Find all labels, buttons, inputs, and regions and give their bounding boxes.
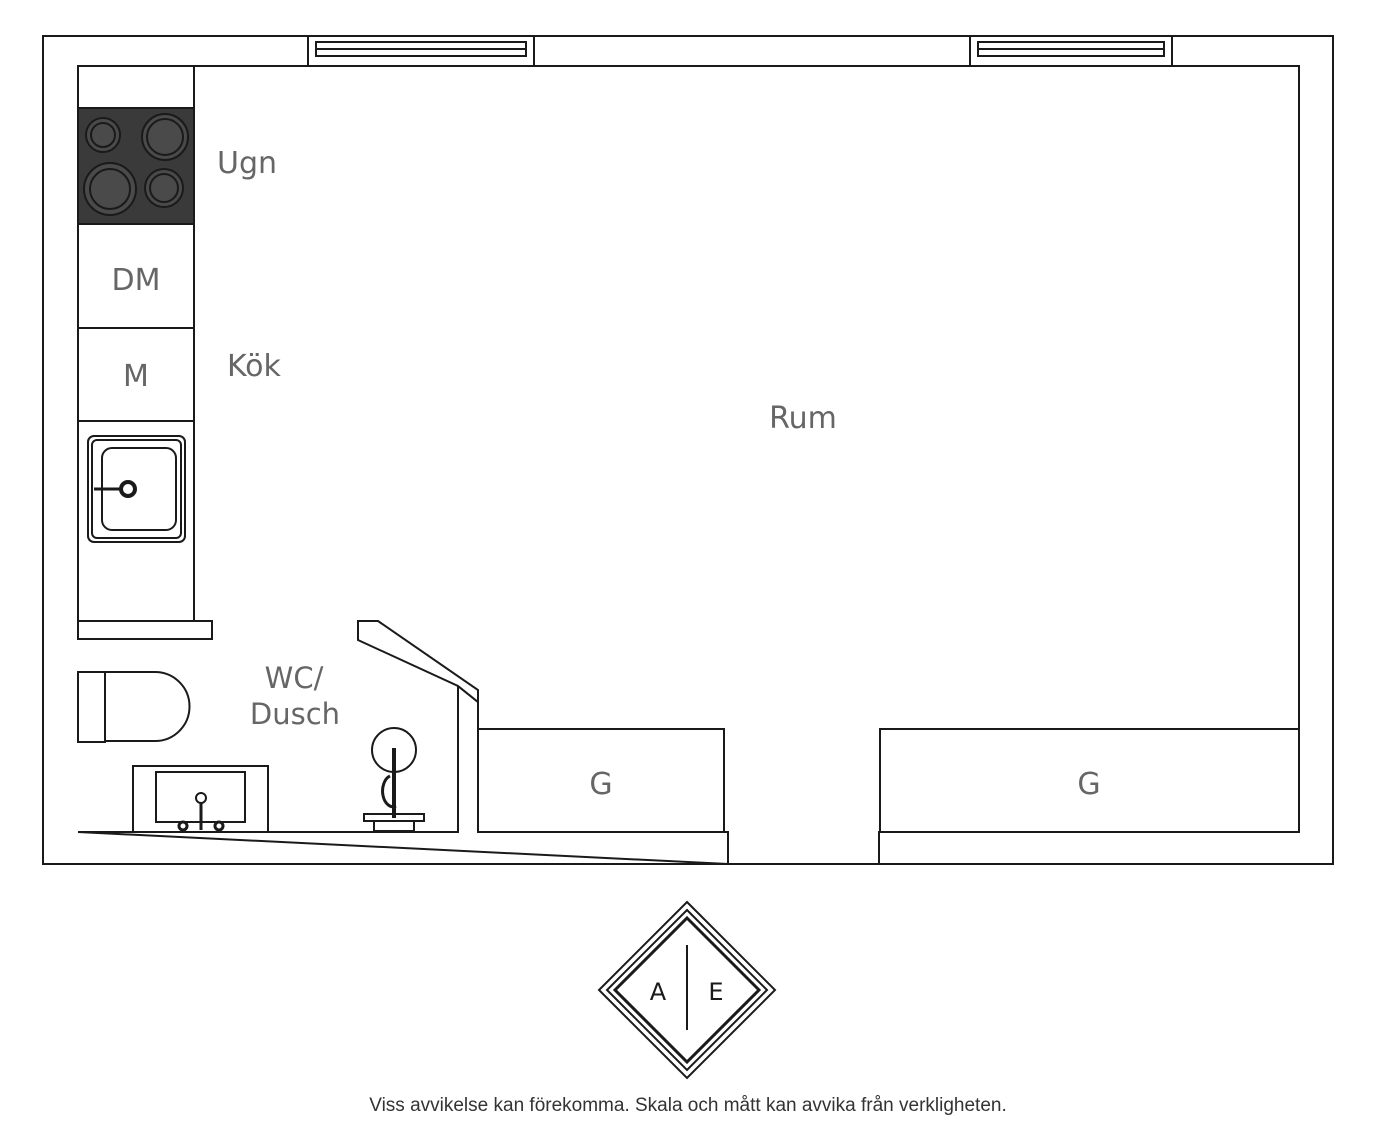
label-closet-right: G xyxy=(1077,767,1100,802)
outer-wall xyxy=(42,35,1334,865)
logo-icon xyxy=(597,900,777,1080)
label-dm: DM xyxy=(112,263,161,298)
logo-letter-a: A xyxy=(650,978,667,1006)
bathroom-wall-top xyxy=(77,620,213,640)
label-ugn: Ugn xyxy=(217,146,277,181)
label-dusch: Dusch xyxy=(250,697,340,731)
sink-icon xyxy=(87,435,186,543)
closet-right xyxy=(879,728,1300,833)
inner-wall xyxy=(77,65,1300,866)
label-kok: Kök xyxy=(227,349,282,384)
stove-icon xyxy=(79,109,193,223)
bathroom-sink-icon xyxy=(132,765,269,833)
shower-icon xyxy=(363,727,425,832)
kitchen-counter xyxy=(77,65,195,622)
disclaimer-text: Viss avvikelse kan förekomma. Skala och … xyxy=(369,1095,1007,1116)
window-icon xyxy=(307,35,535,67)
label-m: M xyxy=(123,359,149,394)
bathroom-wall-angled xyxy=(357,620,479,705)
label-wc: WC/ xyxy=(265,661,324,695)
label-rum: Rum xyxy=(769,401,837,436)
logo-letter-e: E xyxy=(708,978,723,1006)
toilet-icon xyxy=(77,671,191,743)
window-icon xyxy=(969,35,1173,67)
label-closet-left: G xyxy=(589,767,612,802)
closet-left xyxy=(477,728,725,833)
